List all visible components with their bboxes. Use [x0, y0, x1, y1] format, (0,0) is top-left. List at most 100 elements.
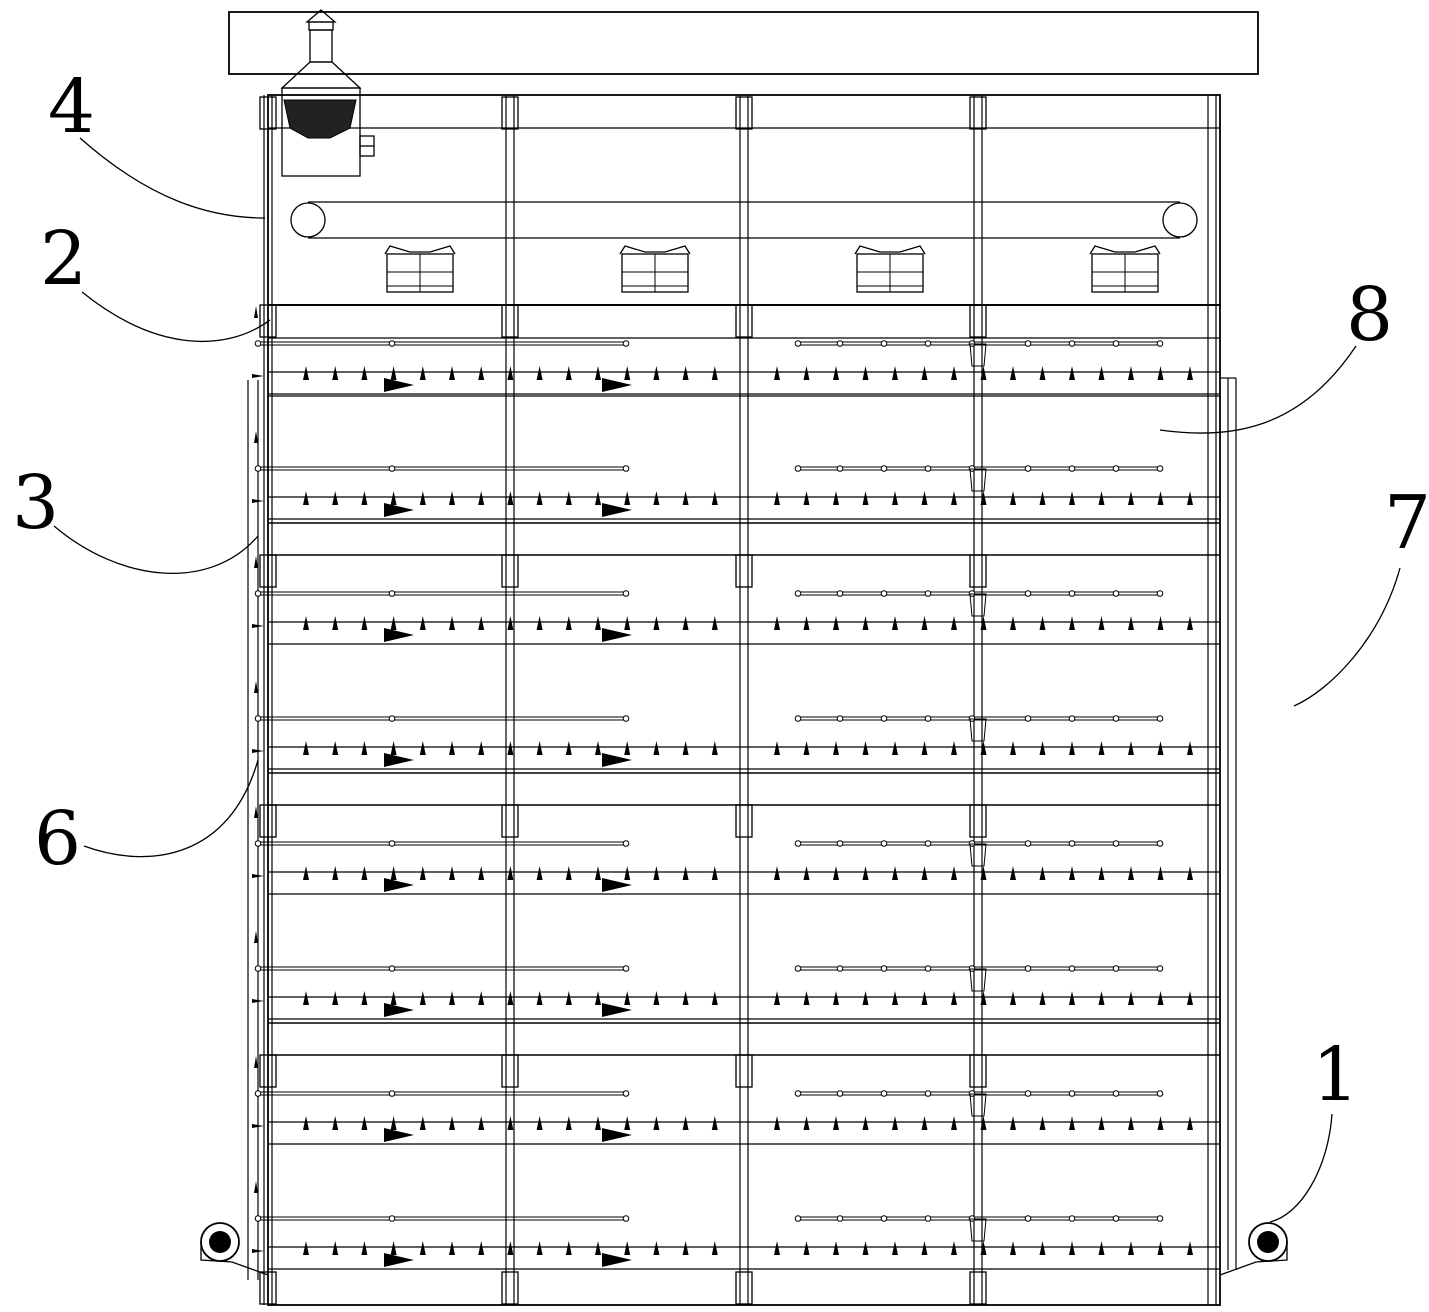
pipe-joint: [880, 465, 888, 472]
seam-joint: [969, 1218, 987, 1242]
seam-joint: [969, 1093, 987, 1117]
pipe-joint: [794, 1090, 802, 1097]
spike-mark: [1098, 1116, 1105, 1130]
spike-mark: [1128, 616, 1134, 630]
spike-mark: [507, 366, 514, 380]
spike-mark: [565, 491, 572, 505]
pipe-joint: [1112, 1090, 1120, 1097]
spike-mark: [419, 616, 426, 630]
spike-mark: [833, 366, 839, 380]
spike-mark: [1098, 616, 1105, 630]
spike-mark: [565, 866, 572, 880]
spike-mark: [1128, 1241, 1134, 1255]
pipe-joint: [794, 590, 802, 597]
pipe-joint: [924, 1215, 932, 1222]
spike-mark: [833, 1241, 839, 1255]
pipe-joint: [254, 840, 262, 847]
pipe-joint: [622, 715, 630, 722]
spike-mark: [682, 616, 689, 630]
spike-mark: [565, 991, 572, 1005]
pipe-joint: [1156, 1215, 1164, 1222]
pipe-joint: [1156, 340, 1164, 347]
pipe-joint: [1112, 1215, 1120, 1222]
side-arrow-icon: [254, 431, 258, 443]
spike-mark: [536, 991, 543, 1005]
spike-mark: [892, 366, 898, 380]
spike-mark: [536, 491, 543, 505]
spike-mark: [653, 1116, 660, 1130]
pipe-joint: [924, 590, 932, 597]
spike-mark: [332, 491, 339, 505]
spike-mark: [1098, 366, 1105, 380]
spike-mark: [361, 1241, 368, 1255]
spike-mark: [595, 1241, 601, 1255]
spike-mark: [1157, 616, 1164, 630]
spike-mark: [303, 1241, 309, 1255]
spike-mark: [1010, 866, 1016, 880]
spike-mark: [624, 1241, 631, 1255]
spike-mark: [332, 741, 339, 755]
spike-mark: [1039, 866, 1046, 880]
label-2: 2: [40, 216, 87, 302]
flow-arrow-icon: [384, 628, 414, 642]
spike-mark: [803, 616, 810, 630]
post-sleeve: [735, 1271, 753, 1305]
pipe-joint: [1024, 965, 1032, 972]
spike-mark: [711, 741, 718, 755]
spike-mark: [507, 616, 514, 630]
post-sleeve: [969, 96, 987, 130]
pipe-joint: [924, 840, 932, 847]
pipe-joint: [254, 590, 262, 597]
pipe-joint: [794, 340, 802, 347]
spike-mark: [449, 991, 455, 1005]
spike-mark: [303, 366, 309, 380]
pipe-joint: [1024, 840, 1032, 847]
spike-mark: [862, 741, 869, 755]
spike-mark: [951, 1241, 957, 1255]
pipe-joint: [1156, 965, 1164, 972]
spike-mark: [624, 741, 631, 755]
spike-mark: [980, 1241, 987, 1255]
pipe-joint: [1156, 590, 1164, 597]
flow-arrow-icon: [602, 1253, 632, 1267]
flow-arrow-icon: [602, 1003, 632, 1017]
spike-mark: [1128, 491, 1134, 505]
flow-arrow-icon: [602, 503, 632, 517]
spike-mark: [1039, 366, 1046, 380]
spike-mark: [390, 741, 397, 755]
spike-mark: [1069, 866, 1075, 880]
spike-mark: [774, 991, 780, 1005]
pipe-joint: [924, 1090, 932, 1097]
pipe-joint: [622, 465, 630, 472]
spike-mark: [624, 616, 631, 630]
spike-mark: [1098, 1241, 1105, 1255]
spike-mark: [774, 1241, 780, 1255]
spike-mark: [951, 616, 957, 630]
post-sleeve: [735, 554, 753, 588]
spike-mark: [1098, 866, 1105, 880]
spike-mark: [1187, 991, 1193, 1005]
spike-mark: [507, 491, 514, 505]
spike-mark: [624, 366, 631, 380]
spike-mark: [478, 616, 485, 630]
pipe-joint: [1156, 465, 1164, 472]
spike-mark: [682, 866, 689, 880]
spike-mark: [361, 866, 368, 880]
spike-mark: [1128, 991, 1134, 1005]
pipe-joint: [880, 340, 888, 347]
spike-mark: [921, 1241, 928, 1255]
pipe-joint: [794, 840, 802, 847]
spike-mark: [565, 1241, 572, 1255]
spike-mark: [862, 491, 869, 505]
spike-mark: [921, 1116, 928, 1130]
pipe-joint: [836, 340, 844, 347]
pipe-joint: [254, 340, 262, 347]
spike-mark: [803, 866, 810, 880]
spike-mark: [303, 491, 309, 505]
label-8: 8: [1346, 272, 1393, 358]
spike-mark: [682, 366, 689, 380]
spike-mark: [595, 741, 601, 755]
spike-mark: [862, 991, 869, 1005]
spike-mark: [361, 741, 368, 755]
